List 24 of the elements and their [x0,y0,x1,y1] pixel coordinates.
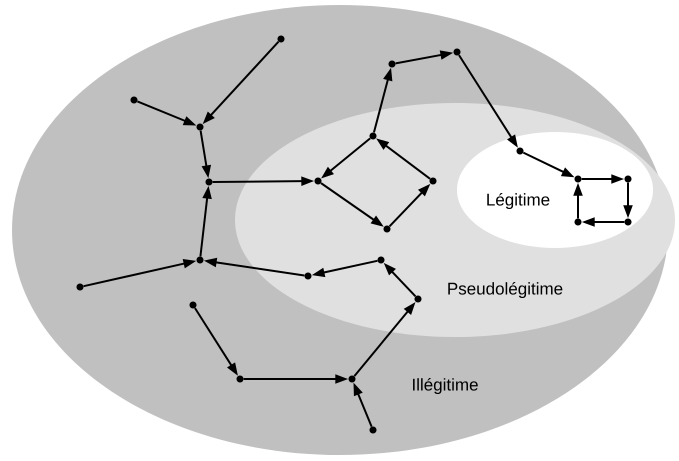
dot [414,296,422,302]
dot [370,132,376,140]
dot [624,176,632,182]
dot [314,178,322,184]
dot [236,376,244,382]
dot [190,302,196,308]
dot [196,124,204,130]
dot [574,176,582,182]
dot [516,148,524,154]
dot [278,36,284,42]
dot [378,256,384,264]
dot [370,426,376,434]
dot [196,256,204,264]
dot [454,48,460,56]
dot [388,60,396,68]
dot [574,218,582,226]
dot [130,96,138,104]
dot [304,272,312,280]
dot [384,226,390,232]
dot [206,178,212,186]
dot [430,178,436,184]
dot [76,284,84,290]
dot [348,376,356,382]
dot [624,218,632,226]
